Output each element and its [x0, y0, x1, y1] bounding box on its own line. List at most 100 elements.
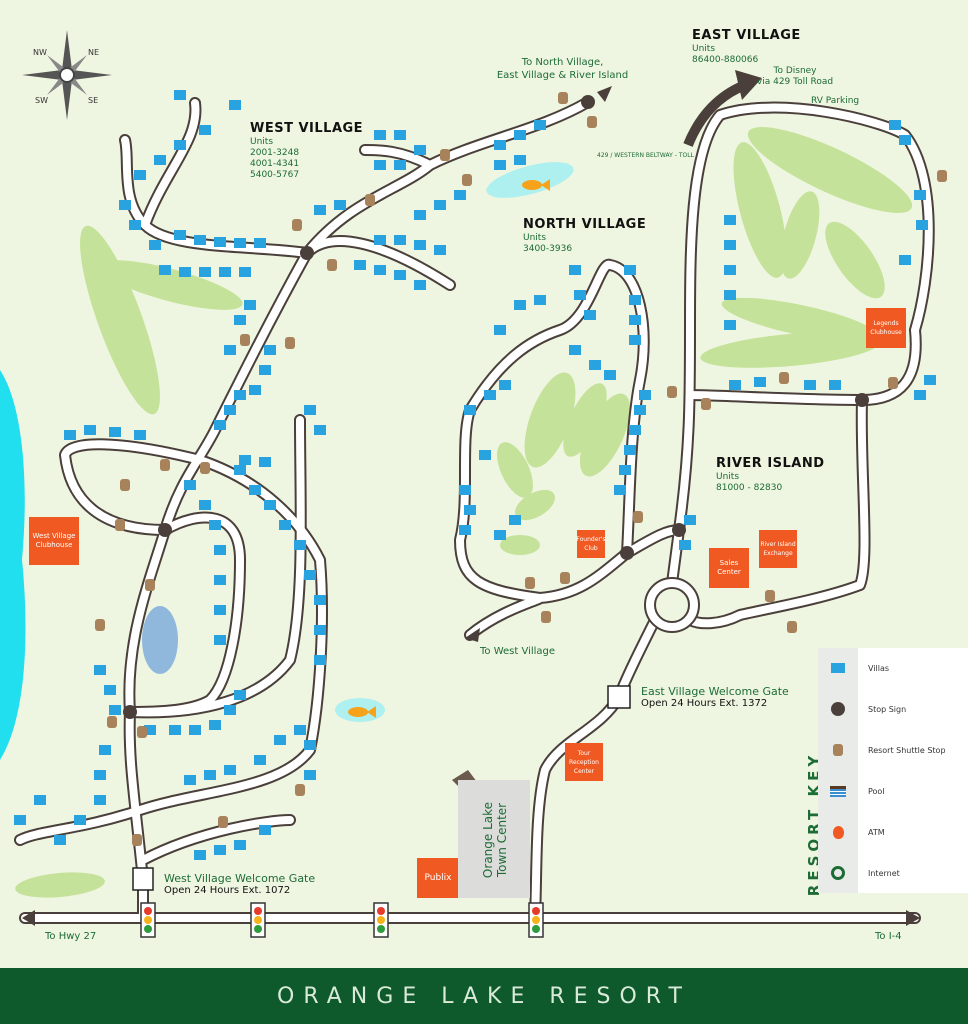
legend-item-villas: Villas — [818, 658, 968, 678]
villa — [234, 690, 246, 700]
traffic-light-icon — [528, 902, 544, 938]
shuttle-stop — [285, 337, 295, 349]
villa — [264, 500, 276, 510]
golf-courses — [15, 127, 913, 898]
villa — [394, 270, 406, 280]
villa — [94, 665, 106, 675]
villas — [14, 90, 936, 860]
river-island-exchange: River Island Exchange — [759, 530, 797, 568]
villa — [304, 770, 316, 780]
villa — [134, 170, 146, 180]
shuttle-stop — [525, 577, 535, 589]
villa — [924, 375, 936, 385]
villa — [629, 315, 641, 325]
road-surface — [141, 99, 200, 229]
villa — [184, 775, 196, 785]
villa — [74, 815, 86, 825]
road-surface — [456, 260, 648, 602]
shuttle-stop — [779, 372, 789, 384]
fishing-icon — [348, 179, 550, 718]
villa — [374, 235, 386, 245]
villa — [259, 825, 271, 835]
villa — [624, 265, 636, 275]
legend-item-internet: Internet — [818, 863, 968, 883]
villa — [274, 735, 286, 745]
sales-center: Sales Center — [709, 548, 749, 588]
villa — [414, 280, 426, 290]
shuttle-stop — [888, 377, 898, 389]
villa — [374, 265, 386, 275]
east-gate — [607, 685, 631, 709]
villa — [434, 200, 446, 210]
villa — [169, 725, 181, 735]
to-hwy27-label: To Hwy 27 — [45, 931, 97, 942]
to-i4-label: To I-4 — [875, 931, 902, 942]
villa — [724, 265, 736, 275]
fishing-pond — [486, 162, 574, 198]
compass-se: SE — [88, 96, 99, 105]
compass-rose — [22, 30, 112, 120]
villa — [159, 265, 171, 275]
villa — [249, 385, 261, 395]
road-surface — [139, 816, 294, 864]
villa — [179, 267, 191, 277]
villa — [174, 140, 186, 150]
hwy27-arrow-icon — [22, 910, 35, 926]
villa — [434, 245, 446, 255]
road-surface — [303, 237, 454, 289]
villa — [224, 765, 236, 775]
villa — [149, 240, 161, 250]
villa — [414, 240, 426, 250]
compass-ne: NE — [88, 48, 100, 57]
stop-sign — [300, 246, 314, 260]
legend-item-pool: Pool — [818, 781, 968, 801]
west-arrow-icon — [465, 628, 480, 642]
stop-sign — [158, 523, 172, 537]
villa — [134, 430, 146, 440]
shuttle-stop — [132, 834, 142, 846]
villa — [314, 425, 326, 435]
founders-club: Founder's Club — [576, 530, 606, 558]
villa — [574, 290, 586, 300]
villa — [414, 145, 426, 155]
shuttle-stop — [633, 511, 643, 523]
villa — [254, 238, 266, 248]
villa — [64, 430, 76, 440]
villa — [724, 290, 736, 300]
villa — [214, 845, 226, 855]
villa — [304, 405, 316, 415]
villa — [94, 795, 106, 805]
villa — [234, 238, 246, 248]
villa — [604, 370, 616, 380]
villa — [204, 770, 216, 780]
to-north-village-label: To North Village,East Village & River Is… — [496, 57, 629, 81]
shuttle-stop — [462, 174, 472, 186]
villa — [304, 570, 316, 580]
villa — [229, 100, 241, 110]
shuttle-stop — [115, 519, 125, 531]
west-gate — [132, 867, 154, 891]
road-surface — [361, 146, 434, 169]
legends-clubhouse: Legends Clubhouse — [866, 308, 906, 348]
villa — [34, 795, 46, 805]
north-village-title: NORTH VILLAGE — [523, 217, 647, 232]
villa — [899, 255, 911, 265]
river-island-title: RIVER ISLAND — [716, 456, 825, 471]
villa — [494, 140, 506, 150]
road-surface — [668, 526, 683, 587]
villa — [314, 625, 326, 635]
villa — [214, 605, 226, 615]
villa — [619, 465, 631, 475]
west-village-clubhouse: West Village Clubhouse — [29, 517, 79, 565]
shuttle-stop — [765, 590, 775, 602]
compass-sw: SW — [35, 96, 48, 105]
villa — [239, 455, 251, 465]
villa — [199, 500, 211, 510]
road-surface — [466, 526, 683, 639]
villa — [314, 595, 326, 605]
villa — [629, 425, 641, 435]
shuttle-stop — [295, 784, 305, 796]
